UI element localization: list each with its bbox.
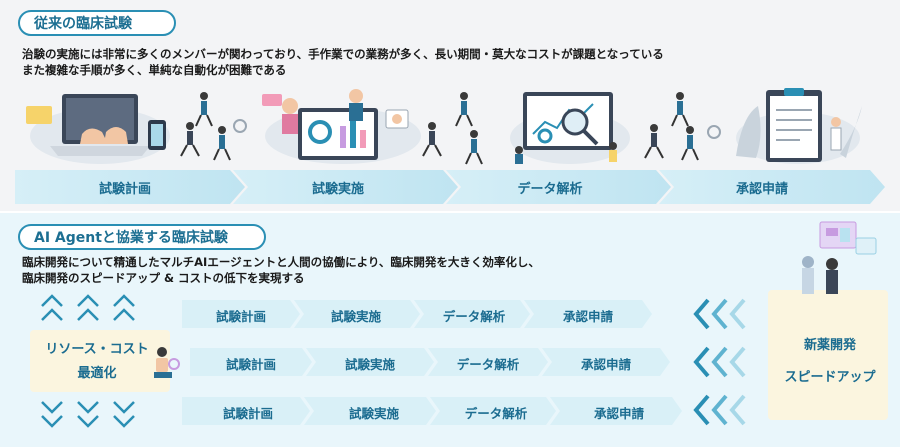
conventional-description: 治験の実施には非常に多くのメンバーが関わっており、手作業での業務が多く、長い期間… [22,46,664,78]
row3-analysis: データ解析 [464,406,528,421]
conventional-title: 従来の臨床試験 [18,10,176,36]
ai-hologram-illustration [802,221,877,294]
team-dashboard-illustration [262,89,421,164]
section-divider [0,211,900,213]
row2-analysis: データ解析 [456,357,520,372]
left-chevrons-icon-3 [693,394,746,426]
clipboard-approval-illustration [736,88,862,164]
row3-submission: 承認申請 [593,406,644,421]
row2-planning: 試験計画 [225,357,276,372]
ai-agent-description: 臨床開発について精通したマルチAIエージェントと人間の協働により、臨床開発を大き… [22,254,540,286]
row3-planning: 試験計画 [222,406,273,421]
running-people-illustration-2 [422,92,483,165]
speed-up-label: スピードアップ [784,370,876,385]
running-people-illustration-3 [644,92,721,161]
optimization-label: 最適化 [77,366,117,381]
row1-analysis: データ解析 [442,309,506,324]
row2-execution: 試験実施 [344,357,395,372]
phase-label-planning: 試験計画 [98,182,151,197]
resource-cost-box [30,330,170,392]
ai-row-2-chevrons [190,348,670,376]
conventional-description-line1: 治験の実施には非常に多くのメンバーが関わっており、手作業での業務が多く、長い期間… [22,47,664,61]
conventional-phase-bar [15,170,885,204]
ai-agent-description-line1: 臨床開発について精通したマルチAIエージェントと人間の協働により、臨床開発を大き… [22,255,540,269]
ai-agent-title: AI Agentと協業する臨床試験 [18,224,266,250]
person-sitting-icon [154,347,180,378]
phase-chevron-2 [233,170,458,204]
row3-execution: 試験実施 [348,406,399,421]
phase-chevron-1 [15,170,245,204]
phase-label-execution: 試験実施 [311,182,364,197]
row1-planning: 試験計画 [215,309,266,324]
conventional-description-line2: また複雑な手順が多く、単純な自動化が困難である [22,63,287,77]
resource-cost-label: リソース・コスト [45,342,149,357]
laptop-work-illustration [26,94,170,164]
ai-agent-description-line2: 臨床開発のスピードアップ & コストの低下を実現する [22,271,305,285]
phase-chevron-4 [659,170,885,204]
left-chevrons-icon-1 [693,298,746,330]
data-analysis-illustration [510,92,630,164]
row1-submission: 承認申請 [562,309,613,324]
ai-row-3-chevrons [182,397,682,425]
running-people-illustration-1 [180,92,247,161]
up-chevrons-icon [41,294,135,321]
phase-label-analysis: データ解析 [517,182,583,197]
ai-row-1-chevrons [182,300,652,328]
drug-development-box [768,290,888,420]
left-chevrons-icon-2 [693,346,746,378]
row2-submission: 承認申請 [580,357,631,372]
row1-execution: 試験実施 [330,309,381,324]
phase-label-submission: 承認申請 [735,182,788,197]
new-drug-label: 新薬開発 [803,338,856,353]
phase-chevron-3 [446,170,671,204]
down-chevrons-icon [41,401,135,428]
